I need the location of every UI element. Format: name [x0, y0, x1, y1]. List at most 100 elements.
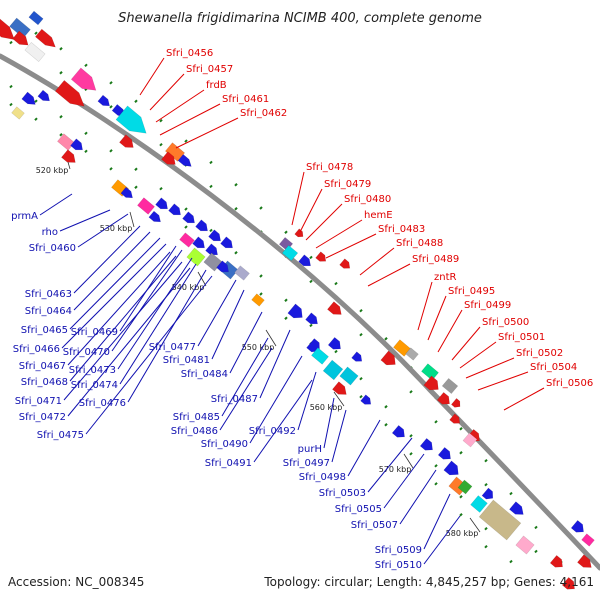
forward-label-leader	[139, 57, 165, 96]
forward-gene-label: Sfri_0479	[324, 179, 371, 190]
reverse-gene-labels: prmArhoSfri_0460Sfri_0463Sfri_0464Sfri_0…	[11, 193, 461, 571]
tick-mark	[259, 274, 263, 278]
gene-feature	[481, 487, 494, 500]
reverse-gene-label: Sfri_0466	[13, 344, 60, 355]
reverse-gene-label: Sfri_0485	[173, 412, 220, 423]
reverse-gene-label: Sfri_0477	[149, 342, 196, 353]
gene-feature	[423, 375, 439, 391]
scale-mark-leader	[469, 517, 481, 533]
tick-mark	[209, 228, 213, 233]
tick-mark	[309, 255, 313, 260]
tick-mark	[359, 332, 363, 337]
reverse-label-leader	[85, 275, 213, 435]
reverse-label-leader	[323, 397, 335, 449]
reverse-label-leader	[347, 419, 381, 477]
gene-feature	[287, 303, 303, 319]
gene-feature	[380, 350, 396, 366]
forward-gene-label: Sfri_0501	[498, 332, 545, 343]
tick-mark	[134, 99, 138, 103]
reverse-label-leader	[423, 493, 451, 550]
reverse-gene-label: Sfri_0473	[69, 365, 116, 376]
reverse-gene-label: Sfri_0475	[37, 430, 84, 441]
gene-feature	[581, 533, 595, 547]
gene-feature	[0, 15, 15, 40]
gene-feature	[208, 229, 221, 242]
forward-gene-label: Sfri_0489	[412, 254, 459, 265]
forward-label-leader	[465, 357, 515, 379]
forward-label-leader	[159, 103, 221, 136]
forward-gene-label: Sfri_0480	[344, 194, 391, 205]
gene-feature	[251, 293, 265, 307]
gene-feature	[421, 363, 439, 381]
tick-mark	[134, 167, 138, 171]
gene-feature	[391, 424, 405, 438]
forward-gene-label: Sfri_0462	[240, 108, 287, 119]
gene-feature	[216, 260, 229, 273]
gene-feature	[168, 203, 181, 216]
reverse-label-leader	[67, 267, 191, 417]
tick-mark	[9, 40, 13, 45]
gene-feature	[436, 391, 450, 405]
forward-gene-label: Sfri_0502	[516, 348, 563, 359]
forward-label-leader	[427, 295, 447, 341]
reverse-label-leader	[259, 329, 291, 399]
forward-gene-label: Sfri_0478	[306, 162, 353, 173]
tick-mark	[9, 84, 13, 89]
tick-mark	[184, 225, 188, 229]
forward-label-leader	[359, 247, 395, 276]
scale-mark-label: 580 kbp	[446, 529, 479, 538]
gene-feature	[339, 366, 359, 386]
gene-feature	[478, 499, 522, 541]
gene-feature	[137, 197, 155, 215]
reverse-label-leader	[69, 237, 161, 330]
reverse-gene-label: Sfri_0497	[283, 458, 330, 469]
reverse-gene-label: Sfri_0484	[181, 369, 228, 380]
gene-feature	[9, 17, 31, 39]
tick-mark	[184, 207, 188, 211]
reverse-label-leader	[127, 269, 207, 403]
reverse-label-leader	[331, 409, 347, 463]
tick-mark	[384, 423, 388, 427]
forward-gene-label: Sfri_0500	[482, 317, 529, 328]
tick-mark	[484, 482, 488, 487]
reverse-label-leader	[423, 515, 461, 565]
gene-feature	[351, 351, 363, 362]
reverse-label-leader	[399, 469, 437, 525]
gene-feature	[57, 133, 75, 151]
forward-gene-label: Sfri_0488	[396, 238, 443, 249]
reverse-gene-label: purH	[298, 444, 322, 455]
tick-mark	[459, 513, 463, 517]
forward-label-leader	[451, 326, 481, 361]
scale-mark-label: 520 kbp	[36, 166, 69, 175]
reverse-gene-label: Sfri_0460	[29, 243, 76, 254]
map-title: Shewanella frigidimarina NCIMB 400, comp…	[118, 11, 482, 26]
reverse-gene-label: Sfri_0467	[19, 361, 66, 372]
forward-label-leader	[417, 281, 433, 331]
tick-mark	[534, 549, 538, 554]
reverse-gene-label: Sfri_0503	[319, 488, 366, 499]
gene-feature	[315, 251, 327, 262]
tick-mark	[159, 186, 163, 191]
forward-label-leader	[155, 89, 205, 123]
tick-mark	[409, 390, 413, 394]
gene-feature	[549, 554, 563, 568]
forward-gene-label: zntR	[434, 272, 457, 283]
reverse-label-leader	[39, 193, 73, 216]
tick-mark	[59, 133, 63, 137]
tick-mark	[359, 376, 363, 381]
tick-mark	[209, 184, 213, 189]
forward-gene-label: hemE	[364, 210, 393, 221]
scale-mark-label: 560 kbp	[310, 403, 343, 412]
tick-mark	[334, 281, 338, 286]
gene-feature	[179, 232, 195, 248]
forward-label-leader	[305, 203, 343, 241]
tick-mark	[259, 206, 263, 210]
gene-feature	[449, 413, 461, 424]
reverse-gene-label: Sfri_0490	[201, 439, 248, 450]
tick-mark	[359, 308, 363, 313]
tick-mark	[159, 118, 163, 123]
forward-label-leader	[315, 219, 363, 249]
tick-mark	[84, 63, 88, 68]
reverse-label-leader	[297, 371, 317, 431]
reverse-label-leader	[73, 231, 151, 311]
